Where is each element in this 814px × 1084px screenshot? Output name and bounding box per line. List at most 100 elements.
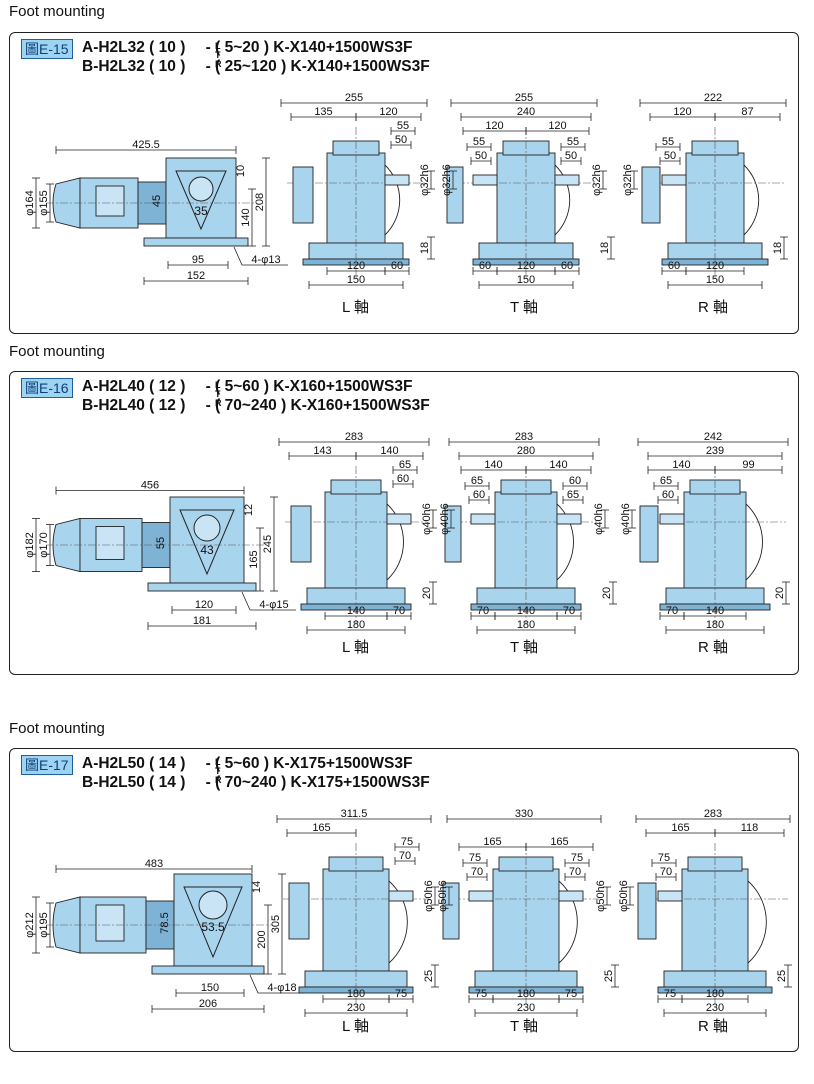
dim-label: 55 (397, 120, 409, 132)
output-shaft-circle (188, 176, 214, 202)
section-heading: Foot mounting (9, 720, 105, 737)
terminal-box (442, 882, 460, 940)
terminal-box (446, 166, 464, 224)
model-a-spec: - ( 5~60 ) K-X160+1500WS3F (201, 378, 413, 395)
motor-flange-arc (384, 164, 401, 236)
model-line-b: B-H2L32 ( 10 ) - ( 25~120 ) K-X140+1500W… (82, 58, 430, 76)
dim-label: 65 (660, 475, 672, 487)
terminal-box (444, 505, 462, 563)
dim-label: 140 (240, 208, 252, 226)
output-shaft-right (558, 890, 584, 902)
dim-label: 75 (395, 988, 407, 1000)
output-shaft-left (659, 513, 685, 525)
dim-label: φ50h6 (595, 880, 607, 912)
dim-label: 87 (741, 106, 753, 118)
foot-plate (143, 237, 249, 247)
dim-label: 75 (565, 988, 577, 1000)
dim-label: 230 (517, 1002, 535, 1014)
output-shaft-circle (193, 514, 221, 542)
terminal-box (290, 505, 312, 563)
dim-label: 150 (347, 274, 365, 286)
dim-label: 50 (475, 150, 487, 162)
motor-flange-arc (743, 164, 760, 236)
dim-label: 230 (706, 1002, 724, 1014)
dim-label: 456 (141, 480, 159, 492)
shaft-code-l: L (215, 380, 221, 390)
dim-label: 75 (571, 852, 583, 864)
output-shaft-right (554, 174, 580, 186)
dim-label: 55 (662, 136, 674, 148)
dim-label: 4-φ13 (251, 254, 280, 266)
terminal-box (637, 882, 657, 940)
model-line-a: A-H2L50 ( 14 ) - ( 5~60 ) K-X175+1500WS3… (82, 755, 412, 773)
dim-label: 12 (243, 504, 255, 516)
model-line-a: A-H2L32 ( 10 ) - ( 5~20 ) K-X140+1500WS3… (82, 39, 412, 57)
dim-label: 25 (423, 970, 435, 982)
dim-label: 150 (706, 274, 724, 286)
dim-label: φ32h6 (419, 164, 431, 196)
foot-plate (147, 582, 257, 592)
dim-label: 230 (347, 1002, 365, 1014)
gearbox-rib (183, 886, 243, 959)
shaft-code-l: L (215, 41, 221, 51)
terminal-box (641, 166, 661, 224)
dim-label: 10 (235, 165, 247, 177)
dim-label: 140 (549, 459, 567, 471)
dim-label: 70 (563, 605, 575, 617)
output-shaft-right (556, 513, 582, 525)
dim-label: 180 (347, 619, 365, 631)
dim-label: 25 (603, 970, 615, 982)
dim-label: 200 (256, 930, 268, 948)
terminal-box (95, 904, 125, 942)
view-label-l: L 軸 (342, 299, 369, 316)
dim-label: 95 (192, 254, 204, 266)
figure-tag: 圖E-15 (21, 39, 73, 59)
dim-label: 311.5 (341, 808, 368, 820)
shaft-code-l: L (215, 757, 221, 767)
dim-label: 65 (399, 459, 411, 471)
dim-label: 60 (662, 489, 674, 501)
foot-plate (151, 965, 265, 975)
output-shaft-left (468, 890, 494, 902)
shaft-code-t: T (215, 766, 221, 776)
dim-label: 20 (421, 587, 433, 599)
dim-label: 70 (477, 605, 489, 617)
dim-label: 425.5 (132, 139, 160, 151)
dim-label: 70 (471, 866, 483, 878)
dim-label: 120 (195, 599, 213, 611)
view-label-t: T 軸 (510, 299, 539, 316)
view-label-t: T 軸 (510, 639, 539, 656)
output-shaft-right (386, 513, 412, 525)
motor-flange-arc (747, 880, 767, 964)
dim-label: 14 (251, 881, 263, 893)
terminal-box (95, 185, 125, 217)
dim-label: 180 (706, 619, 724, 631)
drawing-panel-e17: 圖E-17 A-H2L50 ( 14 ) - ( 5~60 ) K-X175+1… (9, 748, 799, 1052)
dim-label: 206 (199, 998, 217, 1010)
dim-label: 280 (517, 445, 535, 457)
dim-label: φ155 (38, 190, 50, 216)
dim-label: φ32h6 (441, 164, 453, 196)
model-line-b: B-H2L50 ( 14 ) - ( 70~240 ) K-X175+1500W… (82, 774, 430, 792)
dim-label: 60 (473, 489, 485, 501)
dim-label: 50 (565, 150, 577, 162)
dim-label: 75 (664, 988, 676, 1000)
output-shaft-circle (198, 890, 228, 920)
dim-label: 120 (517, 260, 535, 272)
shaft-code-t: T (215, 389, 221, 399)
dim-label: φ40h6 (620, 503, 632, 535)
dim-label: φ170 (38, 532, 50, 558)
dim-label: 4-φ15 (259, 599, 288, 611)
motor-flange-arc (388, 880, 408, 964)
terminal-box (95, 526, 125, 560)
figure-tag: 圖E-16 (21, 378, 73, 398)
dim-label: 120 (548, 120, 566, 132)
dim-label: 50 (664, 150, 676, 162)
dim-label: 120 (347, 260, 365, 272)
dim-label: 60 (561, 260, 573, 272)
dim-label: 75 (401, 836, 413, 848)
dim-label: φ40h6 (439, 503, 451, 535)
gearbox-housing (173, 873, 253, 967)
dim-label: φ32h6 (591, 164, 603, 196)
dim-label: 140 (347, 605, 365, 617)
